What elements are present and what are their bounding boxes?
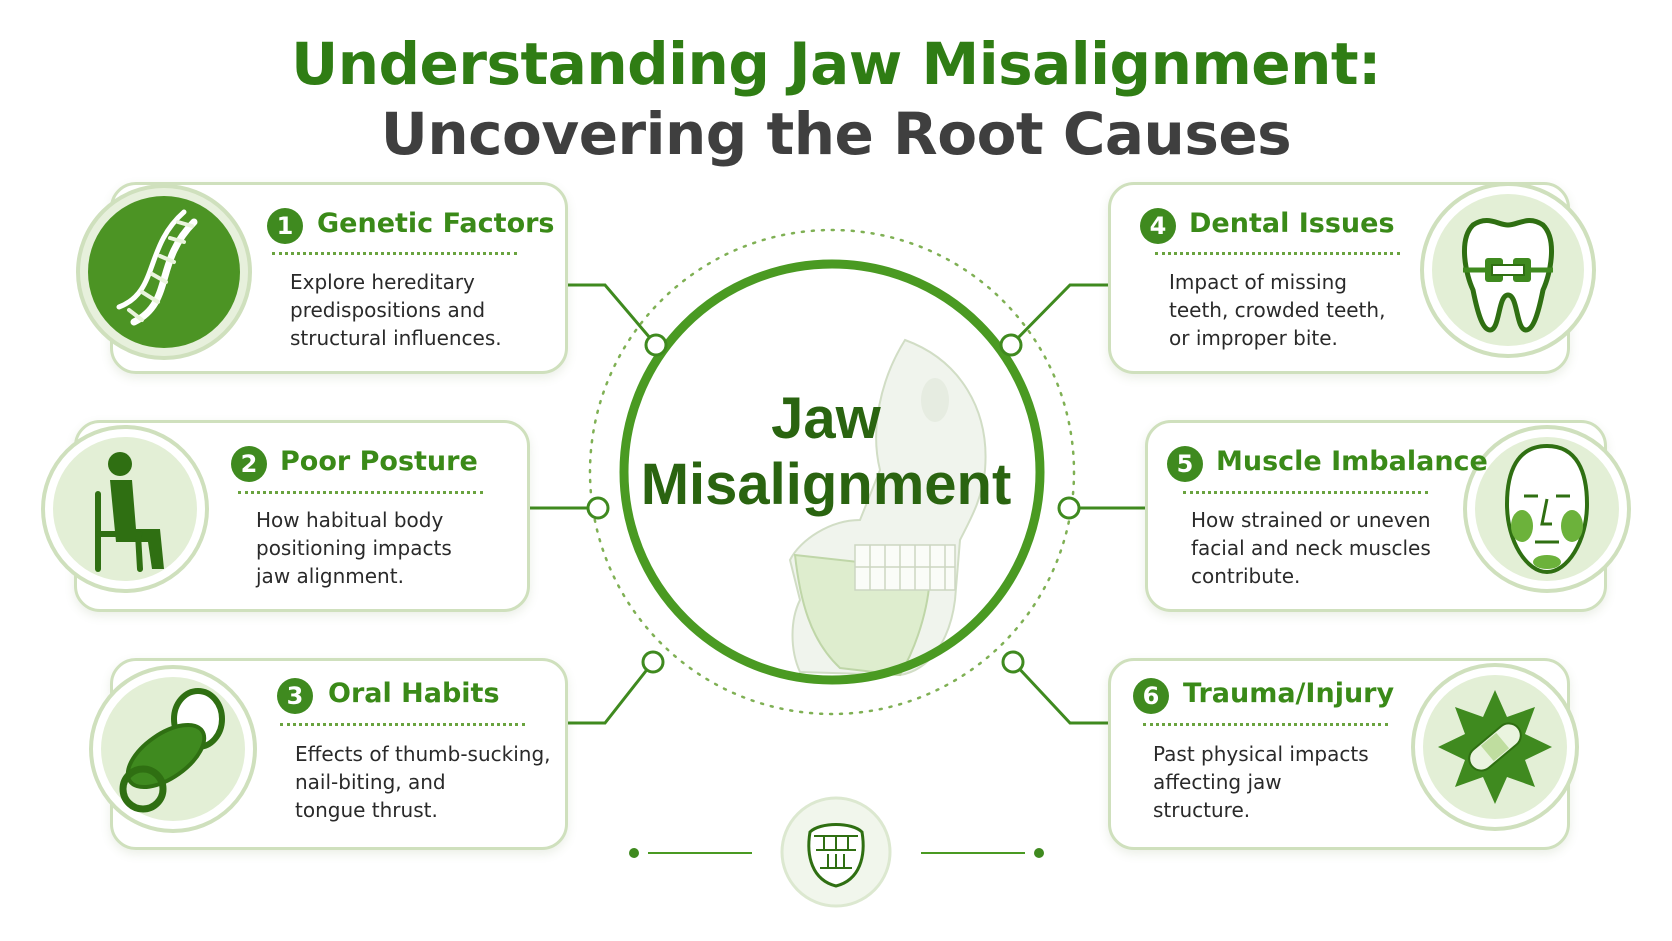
- connector-5: [1057, 496, 1146, 520]
- cause-title-4: Dental Issues: [1189, 208, 1395, 239]
- connector-3: [564, 650, 665, 725]
- cause-number-2: 2: [231, 446, 267, 482]
- cause-description-1: Explore hereditary predispositions and s…: [290, 270, 502, 350]
- cause-number-3: 3: [277, 678, 313, 714]
- face-muscles-icon: [1463, 425, 1631, 593]
- cause-number-5: 5: [1167, 446, 1203, 482]
- footer-divider: [629, 848, 1044, 858]
- tooth-braces-icon: [1420, 182, 1596, 358]
- center-ring: [619, 259, 1045, 685]
- outer-dotted-ring: [588, 228, 1076, 716]
- center-label-line-2: Misalignment: [640, 452, 1012, 517]
- cause-title-2: Poor Posture: [280, 446, 478, 477]
- mouth-teeth-icon: [780, 796, 892, 908]
- cause-divider-4: [1155, 252, 1400, 255]
- center-label: Jaw Misalignment: [636, 386, 1016, 518]
- cause-description-5: How strained or uneven facial and neck m…: [1191, 508, 1431, 588]
- cause-number-6: 6: [1133, 678, 1169, 714]
- dna-icon: [76, 184, 252, 360]
- cause-divider-3: [280, 723, 525, 726]
- skull-illustration: [788, 338, 987, 677]
- cause-number-1: 1: [267, 208, 303, 244]
- cause-divider-6: [1143, 723, 1388, 726]
- connector-1: [564, 283, 668, 357]
- cause-title-5: Muscle Imbalance: [1216, 446, 1488, 477]
- cause-description-6: Past physical impacts affecting jaw stru…: [1153, 742, 1369, 822]
- cause-number-4: 4: [1140, 208, 1176, 244]
- center-label-line-1: Jaw: [771, 386, 881, 451]
- connector-4: [999, 283, 1110, 357]
- cause-description-3: Effects of thumb-sucking, nail-biting, a…: [295, 742, 551, 822]
- pacifier-icon: [89, 665, 257, 833]
- connector-6: [1001, 650, 1110, 725]
- bandage-burst-icon: [1411, 663, 1579, 831]
- cause-title-6: Trauma/Injury: [1183, 678, 1395, 709]
- cause-divider-5: [1183, 491, 1428, 494]
- cause-title-3: Oral Habits: [328, 678, 500, 709]
- seated-person-icon: [41, 425, 209, 593]
- cause-title-1: Genetic Factors: [317, 208, 555, 239]
- page-title-line-1: Understanding Jaw Misalignment:: [291, 30, 1381, 98]
- cause-description-4: Impact of missing teeth, crowded teeth, …: [1169, 270, 1386, 350]
- connector-2: [525, 496, 610, 520]
- cause-divider-1: [272, 252, 517, 255]
- page-title-line-2: Uncovering the Root Causes: [380, 100, 1292, 168]
- cause-description-2: How habitual body positioning impacts ja…: [256, 508, 452, 588]
- cause-divider-2: [238, 491, 483, 494]
